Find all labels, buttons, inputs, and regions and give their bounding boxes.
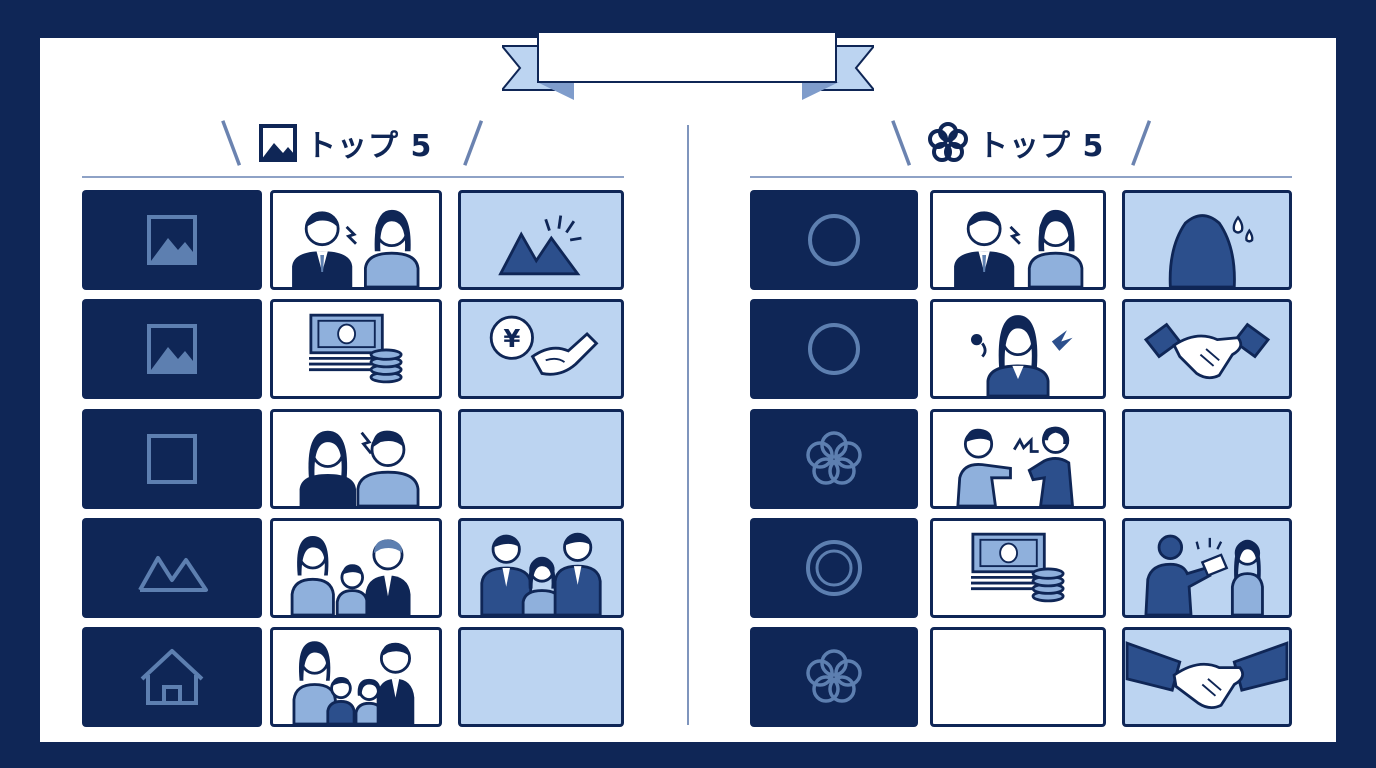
arguing-couple-icon bbox=[292, 209, 420, 287]
category-tile bbox=[82, 190, 262, 290]
mountain-icon bbox=[138, 556, 208, 592]
category-tile bbox=[82, 627, 262, 727]
formal-family-icon bbox=[480, 532, 602, 615]
circle-icon bbox=[808, 323, 860, 375]
mountain-peaks-icon bbox=[498, 215, 582, 276]
category-tile bbox=[82, 409, 262, 509]
right-heading-text: トップ 5 bbox=[978, 129, 1105, 164]
column-divider bbox=[687, 125, 689, 725]
category-tile bbox=[750, 299, 918, 399]
illustration-tile bbox=[930, 299, 1106, 399]
extra-tile bbox=[1122, 518, 1292, 618]
right-column-heading: トップ 5 bbox=[926, 118, 1104, 168]
upset-woman-icon bbox=[971, 315, 1073, 396]
slash-right-icon bbox=[1131, 120, 1152, 166]
money-stack-icon bbox=[308, 313, 403, 384]
category-tile bbox=[82, 518, 262, 618]
illustration-tile bbox=[930, 190, 1106, 290]
couple-tension-icon bbox=[299, 430, 420, 506]
family-with-children-icon bbox=[292, 641, 415, 724]
category-tile bbox=[750, 190, 918, 290]
extra-tile-empty bbox=[458, 409, 624, 509]
extra-tile bbox=[1122, 190, 1292, 290]
arguing-couple-icon bbox=[954, 209, 1084, 287]
illustration-tile-empty bbox=[930, 627, 1106, 727]
worried-person-icon bbox=[1168, 214, 1254, 287]
extra-tile bbox=[458, 518, 624, 618]
extra-tile: ¥ bbox=[458, 299, 624, 399]
image-icon bbox=[147, 324, 197, 374]
family-icon bbox=[290, 536, 411, 615]
category-tile bbox=[82, 299, 262, 399]
illustration-tile bbox=[270, 190, 442, 290]
image-icon bbox=[259, 124, 297, 162]
fighting-people-icon bbox=[956, 426, 1074, 506]
flower-icon bbox=[806, 431, 862, 485]
extra-tile bbox=[1122, 299, 1292, 399]
illustration-tile bbox=[930, 518, 1106, 618]
image-icon bbox=[147, 215, 197, 265]
yen-handshake-icon: ¥ bbox=[489, 315, 599, 376]
flower-icon bbox=[806, 649, 862, 703]
right-heading-rule bbox=[750, 176, 1292, 178]
svg-text:¥: ¥ bbox=[503, 324, 520, 353]
extra-tile bbox=[458, 190, 624, 290]
left-heading-rule bbox=[82, 176, 624, 178]
illustration-tile bbox=[270, 299, 442, 399]
money-stack-icon bbox=[971, 532, 1065, 603]
slash-right-icon bbox=[463, 120, 484, 166]
handshake-icon bbox=[1143, 322, 1271, 380]
flower-icon bbox=[928, 122, 968, 162]
extra-tile-empty bbox=[458, 627, 624, 727]
category-tile bbox=[750, 409, 918, 509]
left-column-heading: トップ 5 bbox=[258, 118, 432, 168]
giving-envelope-icon bbox=[1144, 534, 1264, 615]
extra-tile bbox=[1122, 627, 1292, 727]
left-heading-text: トップ 5 bbox=[306, 129, 433, 164]
category-tile bbox=[750, 627, 918, 727]
circle-icon bbox=[808, 214, 860, 266]
illustration-tile bbox=[270, 518, 442, 618]
double-circle-icon bbox=[806, 540, 862, 596]
square-icon bbox=[147, 434, 197, 484]
illustration-tile bbox=[270, 627, 442, 727]
banner-title bbox=[537, 31, 837, 83]
illustration-tile bbox=[930, 409, 1106, 509]
category-tile bbox=[750, 518, 918, 618]
slash-left-icon bbox=[221, 120, 242, 166]
handshake-icon bbox=[1125, 641, 1289, 709]
illustration-tile bbox=[270, 409, 442, 509]
house-icon bbox=[140, 649, 204, 705]
slash-left-icon bbox=[891, 120, 912, 166]
extra-tile-empty bbox=[1122, 409, 1292, 509]
